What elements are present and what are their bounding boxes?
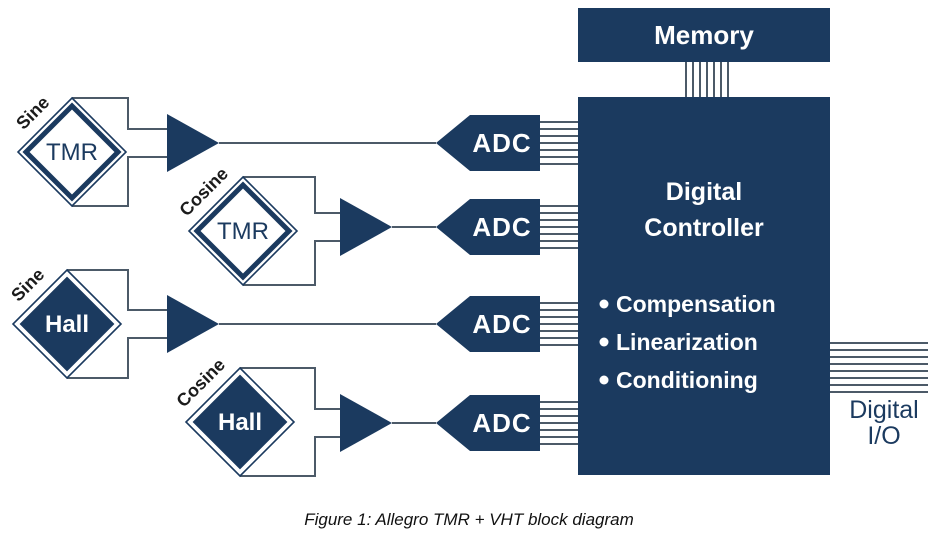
sensor-row-cosine-hall: Hall Cosine ADC bbox=[172, 354, 578, 478]
adc-block bbox=[436, 115, 540, 171]
figure-caption: Figure 1: Allegro TMR + VHT block diagra… bbox=[304, 510, 634, 529]
adc-block bbox=[436, 296, 540, 352]
hall-diamond-outline bbox=[184, 366, 296, 478]
adc-bus bbox=[540, 401, 578, 445]
wire bbox=[67, 337, 167, 379]
wire bbox=[72, 156, 167, 207]
tmr-sensor bbox=[22, 102, 122, 202]
hall-sensor bbox=[192, 374, 288, 470]
memory-block bbox=[578, 8, 830, 62]
wire bbox=[243, 240, 340, 286]
controller-bullet-label: Compensation bbox=[616, 291, 776, 317]
digital-io-label-line2: I/O bbox=[867, 422, 900, 450]
sensor-type-label: Hall bbox=[218, 409, 262, 436]
sensor-row-cosine-tmr: TMR Cosine ADC bbox=[175, 163, 578, 287]
adc-label: ADC bbox=[472, 128, 531, 158]
wire bbox=[72, 97, 167, 130]
bullet-dot-icon bbox=[599, 375, 609, 385]
adc-block bbox=[436, 199, 540, 255]
signal-label: Sine bbox=[12, 92, 53, 133]
amplifier-triangle bbox=[340, 198, 392, 256]
digital-io-label-line1: Digital bbox=[849, 396, 918, 424]
adc-label: ADC bbox=[472, 408, 531, 438]
wire bbox=[67, 269, 167, 311]
signal-label: Sine bbox=[7, 264, 48, 305]
amplifier-triangle bbox=[167, 114, 219, 172]
memory-label: Memory bbox=[654, 20, 754, 50]
sensor-row-sine-hall: Hall Sine ADC bbox=[7, 264, 578, 380]
controller-bullet: Linearization bbox=[599, 329, 758, 355]
tmr-sensor bbox=[193, 181, 293, 281]
digital-controller-block bbox=[578, 97, 830, 475]
controller-title-line2: Controller bbox=[644, 214, 764, 242]
adc-bus bbox=[540, 121, 578, 165]
adc-label: ADC bbox=[472, 309, 531, 339]
hall-sensor bbox=[19, 276, 115, 372]
wire bbox=[240, 367, 340, 410]
bullet-dot-icon bbox=[599, 299, 609, 309]
sensor-row-sine-tmr: TMR Sine ADC bbox=[12, 92, 578, 208]
amplifier-triangle bbox=[340, 394, 392, 452]
sensor-type-label: TMR bbox=[46, 139, 98, 166]
adc-bus bbox=[540, 302, 578, 346]
adc-block bbox=[436, 395, 540, 451]
wire bbox=[243, 176, 340, 214]
bullet-dot-icon bbox=[599, 337, 609, 347]
memory-bus bbox=[685, 62, 729, 97]
controller-bullet: Conditioning bbox=[599, 367, 758, 393]
sensor-type-label: Hall bbox=[45, 311, 89, 338]
digital-io-bus bbox=[830, 342, 928, 393]
controller-title-line1: Digital bbox=[666, 178, 742, 206]
amplifier-triangle bbox=[167, 295, 219, 353]
adc-label: ADC bbox=[472, 212, 531, 242]
wire bbox=[240, 436, 340, 477]
controller-bullet-label: Linearization bbox=[616, 329, 758, 355]
adc-bus bbox=[540, 205, 578, 249]
tmr-diamond-outline bbox=[187, 175, 299, 287]
sensor-type-label: TMR bbox=[217, 218, 269, 245]
tmr-diamond-outline bbox=[16, 96, 128, 208]
controller-bullet: Compensation bbox=[599, 291, 776, 317]
controller-bullet-label: Conditioning bbox=[616, 367, 758, 393]
hall-diamond-outline bbox=[11, 268, 123, 380]
